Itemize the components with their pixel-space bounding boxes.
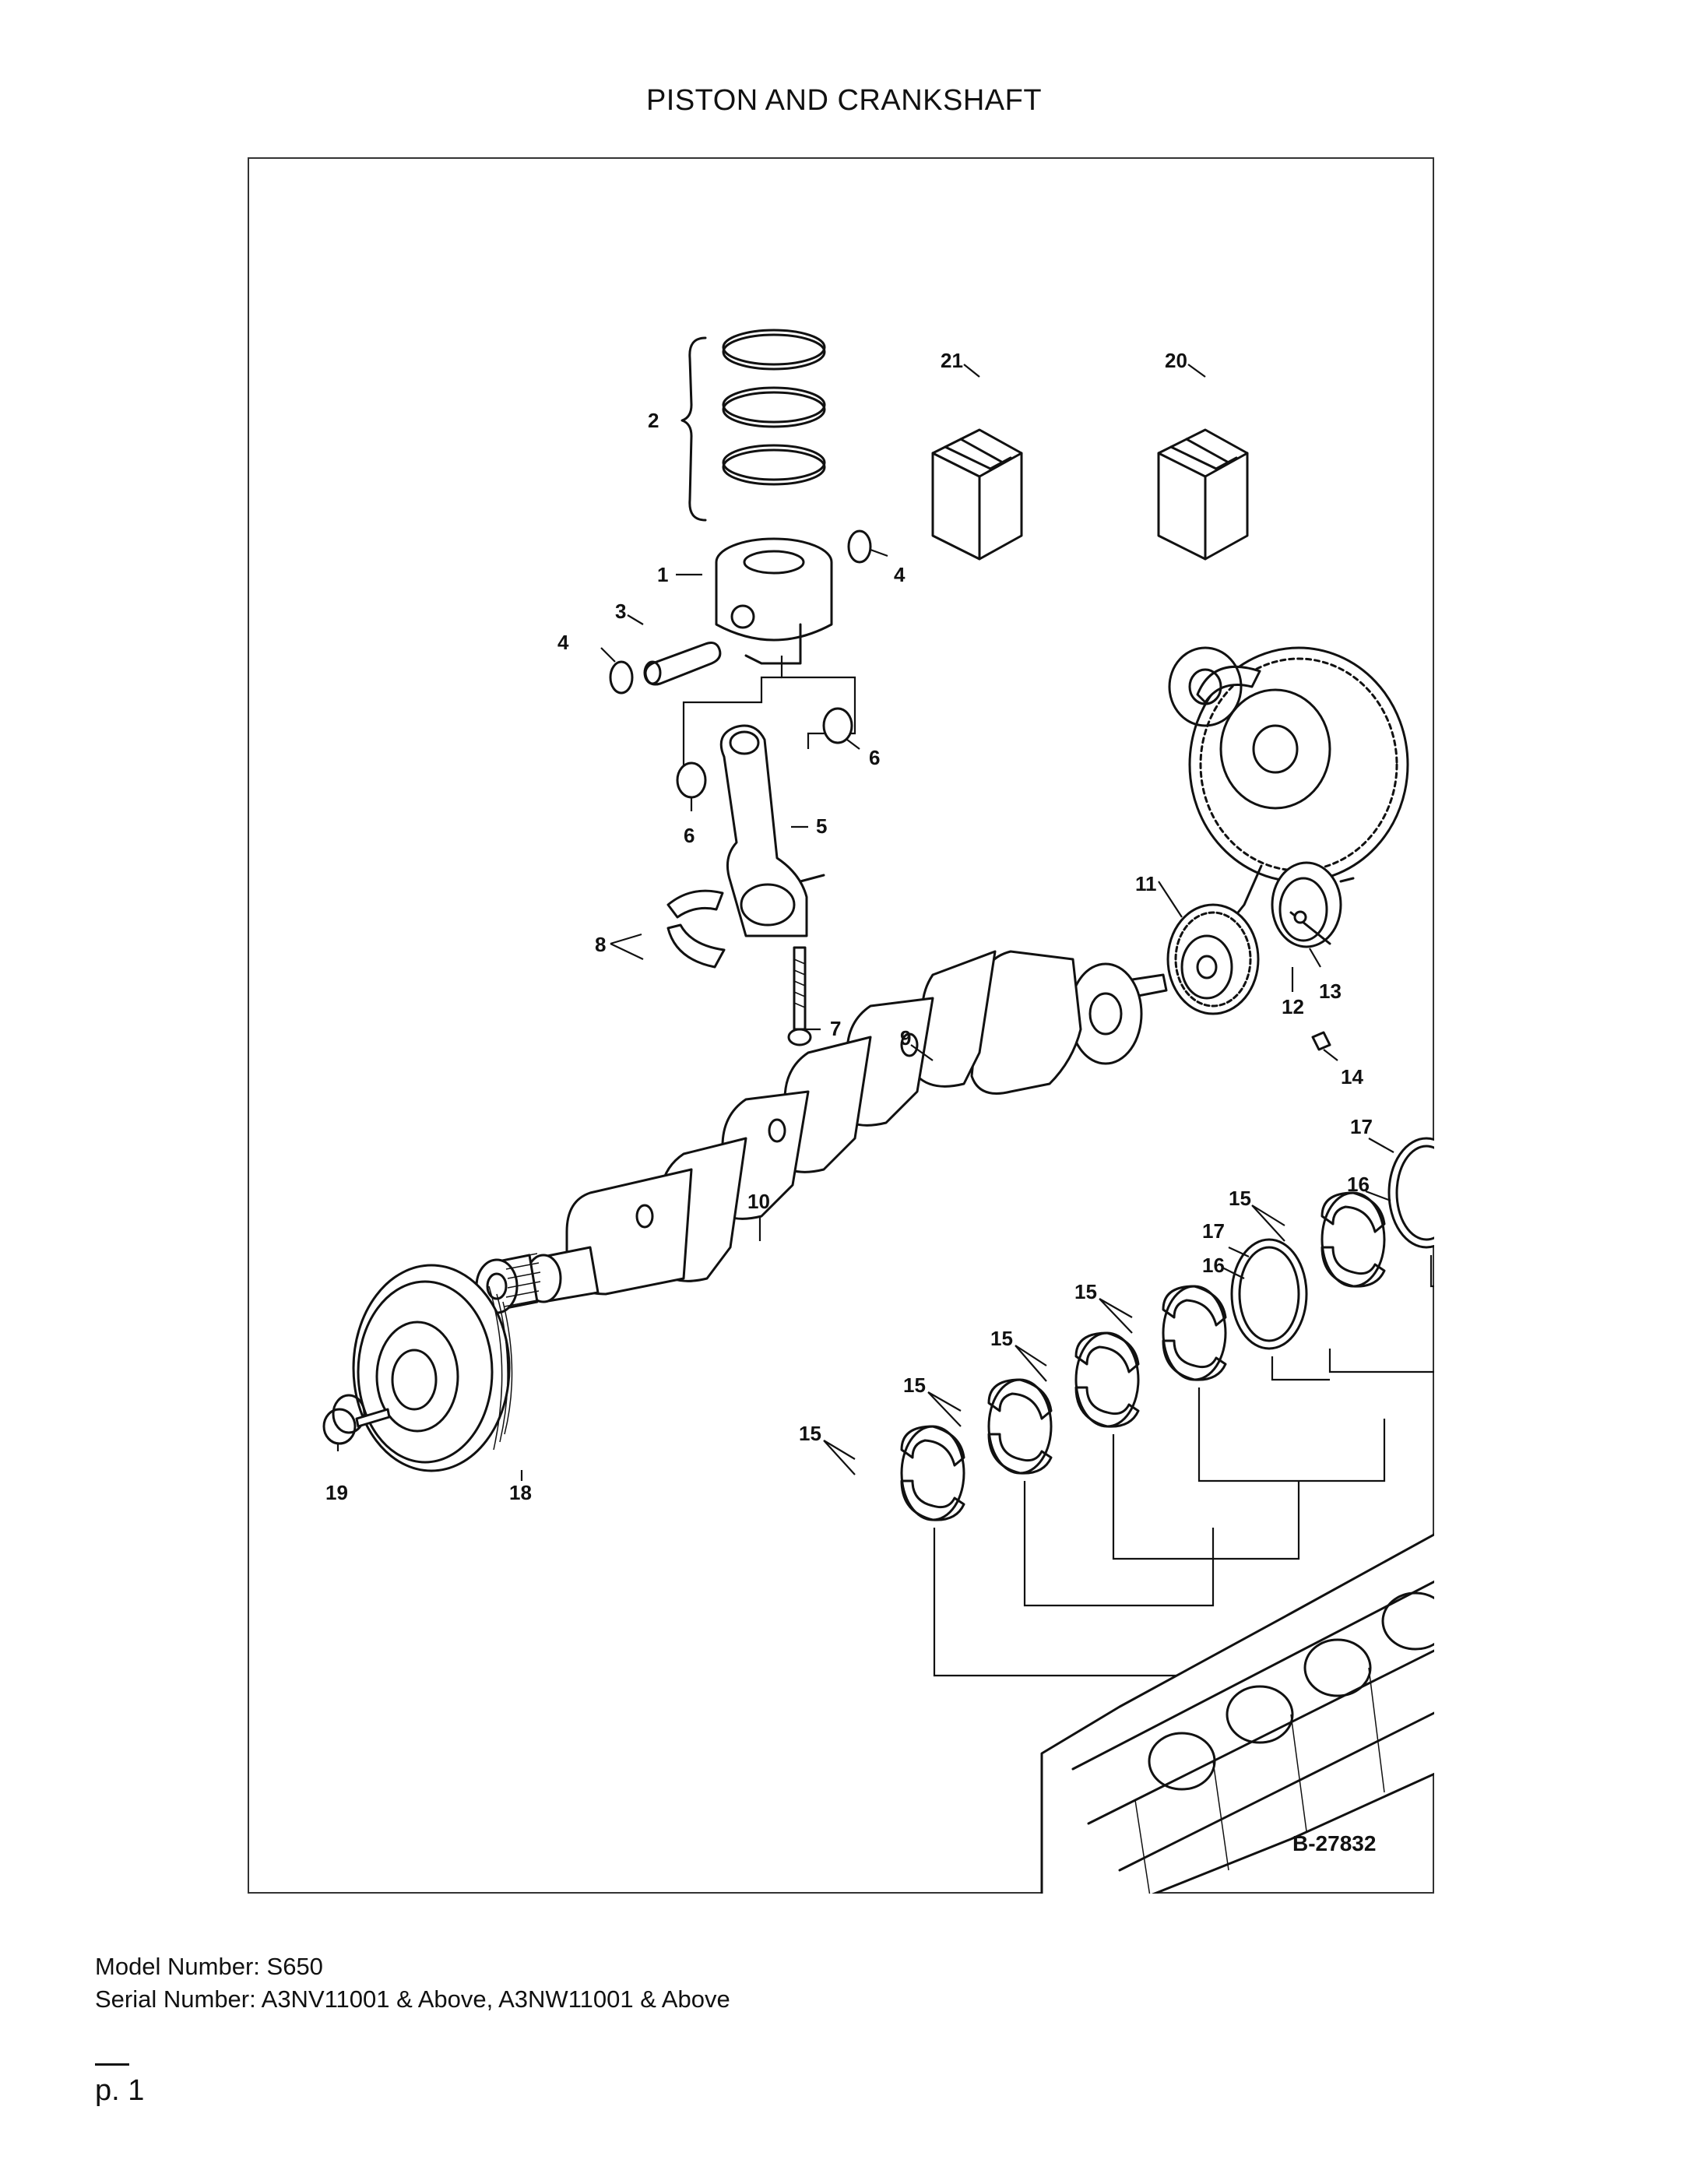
bearing-kit-boxes (931, 428, 1249, 561)
piston (715, 537, 833, 665)
callout-15-b: 15 (1074, 1280, 1097, 1303)
callout-6-left: 6 (684, 824, 695, 847)
callout-10: 10 (747, 1190, 770, 1213)
crank-pulley (322, 1264, 513, 1472)
callout-1: 1 (657, 563, 668, 586)
callout-18: 18 (509, 1481, 532, 1504)
callout-11: 11 (1135, 872, 1157, 895)
exploded-parts-diagram: 1 2 3 4 4 5 6 6 7 8 9 10 11 12 13 14 15 … (322, 329, 1434, 1894)
callout-3: 3 (615, 600, 626, 623)
page-number: p. 1 (95, 2074, 145, 2107)
circlips-and-pin (609, 529, 872, 695)
model-number: Model Number: S650 (95, 1953, 323, 1980)
callout-numbers: 1 2 3 4 4 5 6 6 7 8 9 10 11 12 13 14 15 … (325, 349, 1373, 1504)
callout-9: 9 (900, 1026, 911, 1050)
connecting-rod (666, 656, 856, 1046)
callout-20: 20 (1165, 349, 1187, 372)
callout-7: 7 (830, 1017, 841, 1040)
bearing-leader-lines (933, 1255, 1434, 1677)
callout-15-e: 15 (799, 1422, 821, 1445)
engine-block (1040, 1533, 1434, 1894)
thrust-washers (1230, 1137, 1434, 1350)
callout-17-lower: 17 (1202, 1219, 1225, 1243)
diagram-frame (248, 157, 1434, 1894)
callout-6-right: 6 (869, 746, 880, 769)
callout-14: 14 (1341, 1065, 1363, 1088)
page-title: PISTON AND CRANKSHAFT (645, 84, 1043, 117)
callout-15-c: 15 (990, 1327, 1013, 1350)
callout-leaders (336, 364, 1394, 1481)
callout-12: 12 (1282, 995, 1304, 1018)
callout-5: 5 (816, 814, 827, 838)
callout-8: 8 (595, 933, 606, 956)
callout-21: 21 (941, 349, 963, 372)
main-bearing-shells (900, 1191, 1386, 1521)
callout-15-d: 15 (903, 1373, 926, 1397)
serial-number: Serial Number: A3NV11001 & Above, A3NW11… (95, 1985, 730, 2013)
callout-4-right: 4 (894, 563, 906, 586)
callout-2: 2 (648, 409, 659, 432)
callout-13: 13 (1319, 979, 1342, 1003)
callout-19: 19 (325, 1481, 348, 1504)
page-divider (95, 2063, 129, 2066)
figure-code: B-27832 (1292, 1831, 1377, 1855)
callout-15-a: 15 (1229, 1187, 1251, 1210)
callout-16-lower: 16 (1202, 1254, 1225, 1277)
crankshaft (525, 950, 1168, 1303)
crankshaft-gear (1166, 861, 1355, 1051)
callout-16-upper: 16 (1347, 1173, 1370, 1196)
callout-17-upper: 17 (1350, 1115, 1373, 1138)
piston-rings (680, 329, 826, 522)
callout-4-left: 4 (557, 631, 569, 654)
